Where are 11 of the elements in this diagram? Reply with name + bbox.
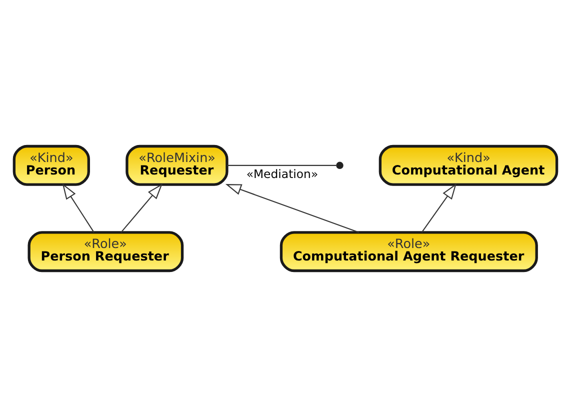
node-box: «Role» Person Requester (28, 230, 184, 272)
edge-label: «Mediation» (246, 166, 318, 180)
arrow (62, 182, 94, 232)
connector (227, 164, 338, 166)
arrow (225, 184, 360, 232)
arrow (421, 182, 457, 232)
arrow (120, 182, 163, 232)
node-box: «Role» Computational Agent Requester (280, 230, 538, 272)
node-box: «Kind» Computational Agent (378, 144, 558, 186)
node-box: «RoleMixin» Requester (126, 144, 228, 186)
node-box: «Kind» Person (12, 144, 90, 186)
